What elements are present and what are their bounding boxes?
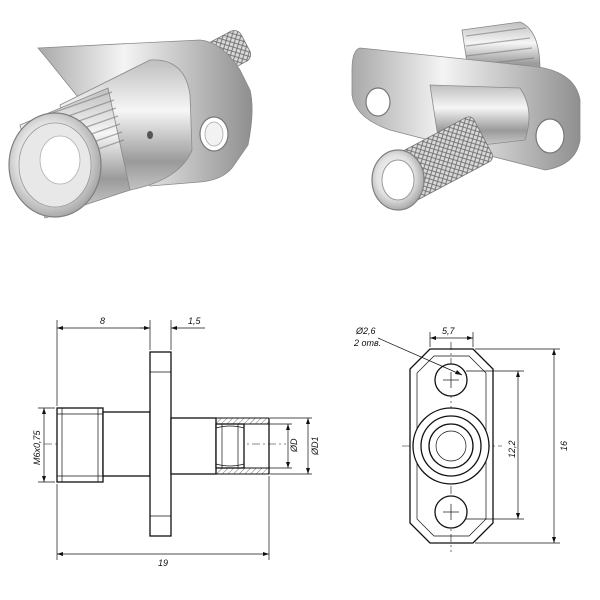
connector-photo-rear xyxy=(351,21,581,211)
dim-outer-d: ØD1 xyxy=(310,436,320,456)
dim-8: 8 xyxy=(100,316,105,326)
dim-1-5: 1,5 xyxy=(188,316,202,326)
dim-hole-dia: Ø2,6 xyxy=(355,326,376,336)
dim-thread: M6x0,75 xyxy=(32,429,42,465)
side-view-drawing: 8 1,5 M6x0,75 ØD ØD1 19 xyxy=(32,316,320,568)
front-view-drawing: Ø2,6 2 отв. 5,7 12,2 16 xyxy=(353,326,569,552)
dim-inner-d: ØD xyxy=(289,438,299,453)
dim-width: 5,7 xyxy=(442,326,456,336)
dim-height: 16 xyxy=(559,441,569,451)
dim-19: 19 xyxy=(158,558,168,568)
connector-photo-front xyxy=(8,30,253,219)
dim-hole-spacing: 12,2 xyxy=(507,440,517,458)
dim-hole-count: 2 отв. xyxy=(353,338,381,348)
